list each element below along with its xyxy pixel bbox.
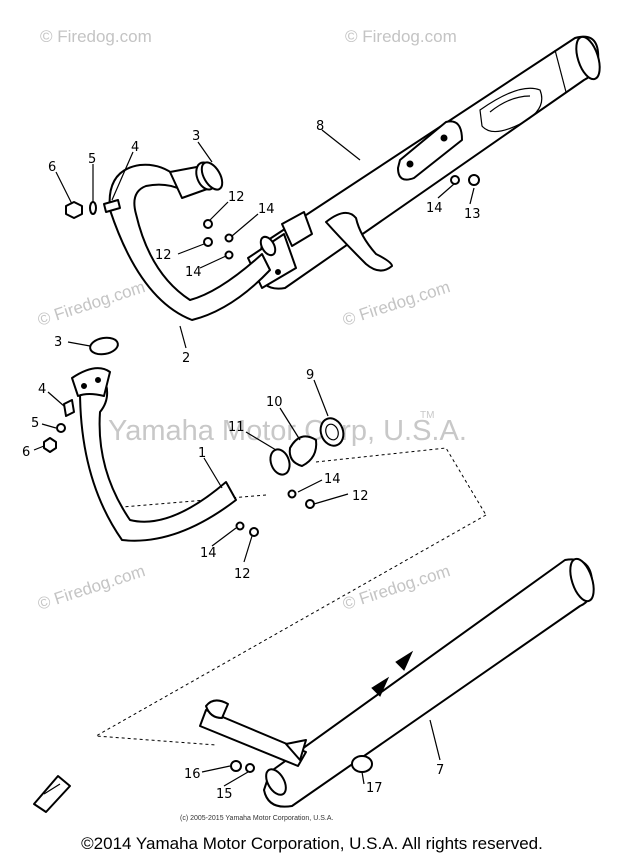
callout-6-lower: 6 [22, 445, 30, 460]
callout-12-lower-a: 12 [352, 489, 369, 504]
watermark-firedog-2: © Firedog.com [345, 27, 457, 46]
watermark-firedog-3: © Firedog.com [35, 277, 147, 330]
watermark-trademark: TM [420, 410, 434, 421]
fasteners-upper-mid [203, 174, 480, 260]
callout-3-upper: 3 [192, 129, 200, 144]
watermark-firedog-4: © Firedog.com [340, 277, 452, 330]
muffler-upper [247, 35, 601, 290]
reference-lines [94, 447, 487, 746]
joint-pieces [269, 417, 345, 476]
muffler-lower [199, 557, 595, 808]
fasteners-lower-right [230, 755, 373, 773]
callout-4-upper: 4 [131, 140, 139, 155]
watermark-firedog-1: © Firedog.com [40, 27, 152, 46]
watermark-group: © Firedog.com © Firedog.com © Firedog.co… [35, 27, 467, 614]
callout-14-lower-a: 14 [324, 472, 341, 487]
callout-10: 10 [266, 395, 283, 410]
callout-13: 13 [464, 207, 481, 222]
callout-5-lower: 5 [31, 416, 39, 431]
callout-14-upper-b: 14 [185, 265, 202, 280]
callout-7: 7 [436, 763, 444, 778]
callout-12-lower-b: 12 [234, 567, 251, 582]
callout-6-upper: 6 [48, 160, 56, 175]
callout-14-lower-b: 14 [200, 546, 217, 561]
fasteners-upper-left [65, 199, 121, 219]
leader-lines [33, 129, 475, 787]
callout-4-lower: 4 [38, 382, 46, 397]
callout-11: 11 [228, 420, 245, 435]
callout-5-upper: 5 [88, 152, 96, 167]
callout-15: 15 [216, 787, 233, 802]
callout-14-upper-c: 14 [426, 201, 443, 216]
footer-copyright: ©2014 Yamaha Motor Corporation, U.S.A. A… [81, 834, 543, 853]
callout-2: 2 [182, 351, 190, 366]
callout-1: 1 [198, 446, 206, 461]
callout-12-upper-a: 12 [228, 190, 245, 205]
callout-14-upper-a: 14 [258, 202, 275, 217]
watermark-firedog-6: © Firedog.com [340, 561, 452, 614]
callout-9: 9 [306, 368, 314, 383]
callout-8: 8 [316, 119, 324, 134]
diagram-copyright: (c) 2005-2015 Yamaha Motor Corporation, … [180, 815, 333, 822]
front-direction-tag [33, 775, 71, 813]
exhaust-pipe-lower [71, 367, 237, 542]
gasket-upper [200, 161, 224, 191]
callout-16: 16 [184, 767, 201, 782]
watermark-firedog-5: © Firedog.com [35, 561, 147, 614]
fasteners-lower-left [43, 399, 75, 453]
callout-3-lower: 3 [54, 335, 62, 350]
fasteners-lower-mid [235, 489, 315, 537]
callout-12-upper-b: 12 [155, 248, 172, 263]
callout-numbers: 6 5 4 3 8 12 14 12 14 2 3 14 13 4 5 6 1 … [22, 119, 481, 802]
callout-17: 17 [366, 781, 383, 796]
gasket-lower [89, 336, 119, 356]
